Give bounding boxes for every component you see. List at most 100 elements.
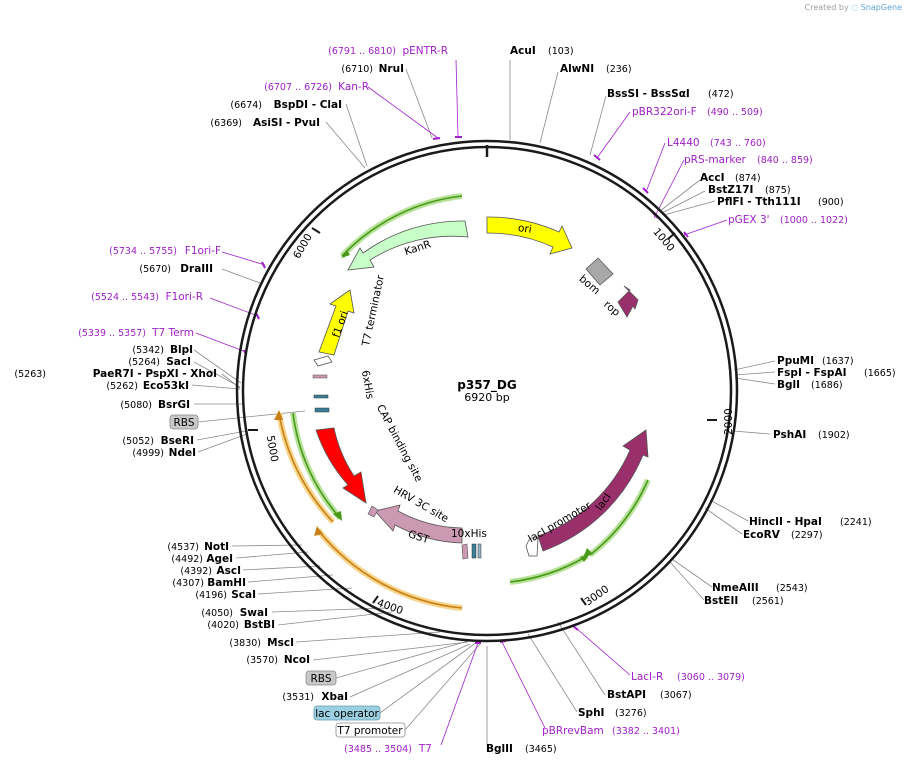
svg-text:pENTR-R: pENTR-R: [402, 45, 448, 57]
svg-text:(6369): (6369): [210, 118, 242, 129]
site-bsssi[interactable]: BssSI - BssSαI(472): [607, 88, 734, 100]
svg-text:AsiSI - PvuI: AsiSI - PvuI: [253, 117, 320, 129]
svg-text:(3531): (3531): [282, 692, 314, 703]
snapgene-logo-icon: ◌: [851, 3, 859, 12]
svg-text:NcoI: NcoI: [284, 654, 310, 666]
primer-pbr322ori-f[interactable]: pBR322ori-F(490 .. 509): [632, 106, 763, 118]
svg-text:(1902): (1902): [818, 430, 850, 441]
site-ecorv[interactable]: EcoRV(2297): [743, 529, 823, 541]
svg-text:(5080): (5080): [120, 400, 152, 411]
svg-text:(103): (103): [548, 46, 574, 57]
primer-t7-term[interactable]: (5339 .. 5357)T7 Term: [78, 327, 194, 339]
svg-text:BsrGI: BsrGI: [158, 399, 190, 411]
site-paer7i[interactable]: (5263)PaeR7I - PspXI - XhoI: [14, 368, 217, 380]
site-bstbi[interactable]: (4020)BstBI: [207, 619, 275, 631]
svg-text:(3382 .. 3401): (3382 .. 3401): [612, 726, 680, 737]
lac-operator-box[interactable]: lac operator: [313, 705, 381, 721]
site-bamhi[interactable]: (4307)BamHI: [172, 577, 246, 589]
primer-laci-r[interactable]: LacI-R(3060 .. 3079): [631, 671, 745, 683]
site-asci[interactable]: (4392)AscI: [180, 565, 241, 577]
site-acui[interactable]: AcuI(103): [510, 45, 574, 57]
site-asisi[interactable]: (6369) AsiSI - PvuI: [210, 117, 320, 129]
site-draiii[interactable]: (5670) DraIII: [139, 263, 213, 275]
svg-text:(5339 .. 5357): (5339 .. 5357): [78, 328, 146, 339]
svg-text:(5670): (5670): [139, 264, 171, 275]
primer-t7[interactable]: (3485 .. 3504)T7: [344, 743, 432, 755]
primer-pgex3[interactable]: pGEX 3'(1000 .. 1022): [728, 214, 848, 226]
svg-text:SwaI: SwaI: [240, 607, 268, 619]
svg-text:NmeAIII: NmeAIII: [712, 582, 759, 594]
site-bsrgi[interactable]: (5080) BsrGI: [120, 399, 190, 411]
site-noti[interactable]: (4537)NotI: [167, 541, 229, 553]
svg-text:(1686): (1686): [811, 380, 843, 391]
svg-text:AlwNI: AlwNI: [560, 63, 594, 75]
site-acci[interactable]: AccI(874): [700, 172, 761, 184]
svg-text:(4196): (4196): [195, 590, 227, 601]
site-fspi[interactable]: FspI - FspAI(1665): [777, 367, 896, 379]
site-ncoi[interactable]: (3570) NcoI: [246, 654, 310, 666]
svg-text:T7: T7: [418, 743, 432, 755]
site-xbai[interactable]: (3531)XbaI: [282, 691, 348, 703]
his10-feature-a: [471, 543, 477, 559]
feature-arrows: [312, 216, 649, 560]
svg-text:(3570): (3570): [246, 655, 278, 666]
primer-prs-marker[interactable]: pRS-marker(840 .. 859): [684, 154, 813, 166]
site-msci[interactable]: (3830)MscI: [229, 637, 294, 649]
site-saci[interactable]: (5264)SacI: [128, 356, 191, 368]
primer-f1ori-f[interactable]: (5734 .. 5755)F1ori-F: [109, 245, 221, 257]
site-ppumi[interactable]: PpuMI(1637): [777, 355, 854, 367]
credit-brand: SnapGene: [860, 3, 902, 12]
site-bspdi[interactable]: (6674)BspDI - ClaI: [230, 99, 342, 111]
bom-feature: [585, 257, 614, 286]
svg-text:pRS-marker: pRS-marker: [684, 154, 747, 166]
site-bsteii[interactable]: BstEII(2561): [704, 595, 784, 607]
svg-text:EcoRV: EcoRV: [743, 529, 781, 541]
site-hincii[interactable]: HincII - HpaI(2241): [749, 516, 872, 528]
site-sphi[interactable]: SphI(3276): [578, 707, 647, 719]
site-swai[interactable]: (4050)SwaI: [201, 607, 268, 619]
svg-text:DraIII: DraIII: [180, 263, 213, 275]
svg-text:(4999): (4999): [132, 448, 164, 459]
svg-text:(875): (875): [765, 185, 791, 196]
site-bstapi[interactable]: BstAPI(3067): [607, 689, 692, 701]
primer-pbrrevbam[interactable]: pBRrevBam(3382 .. 3401): [542, 725, 680, 737]
svg-text:SacI: SacI: [166, 356, 191, 368]
svg-text:(2543): (2543): [776, 583, 808, 594]
site-bglii[interactable]: BglII(3465): [486, 743, 557, 755]
site-ndei[interactable]: (4999) NdeI: [132, 447, 196, 459]
site-pshai[interactable]: PshAI(1902): [773, 429, 850, 441]
primer-kan-r[interactable]: (6707 .. 6726)Kan-R: [264, 81, 369, 93]
svg-text:(3830): (3830): [229, 638, 261, 649]
svg-text:Eco53kI: Eco53kI: [143, 380, 189, 392]
his6-label: 6xHis: [359, 369, 376, 400]
site-nmeaiii[interactable]: NmeAIII (2543): [712, 582, 808, 594]
svg-text:NotI: NotI: [204, 541, 229, 553]
svg-text:PaeR7I - PspXI - XhoI: PaeR7I - PspXI - XhoI: [93, 368, 217, 380]
site-eco53ki[interactable]: (5262)Eco53kI: [106, 380, 189, 392]
site-nrui[interactable]: (6710)NruI: [341, 63, 404, 75]
site-bseri[interactable]: (5052)BseRI: [122, 435, 194, 447]
primer-l4440[interactable]: L4440(743 .. 760): [667, 137, 766, 149]
svg-text:T7 promoter: T7 promoter: [336, 725, 403, 737]
primer-pentr-r[interactable]: (6791 .. 6810) pENTR-R: [328, 45, 448, 57]
svg-text:BglI: BglI: [777, 379, 800, 391]
primer-f1ori-r[interactable]: (5524 .. 5543)F1ori-R: [91, 291, 203, 303]
rbs-box-left[interactable]: RBS: [169, 414, 199, 430]
site-bgli[interactable]: BglI (1686): [777, 379, 843, 391]
site-bstz17i[interactable]: BstZ17I(875): [708, 184, 791, 196]
svg-text:(6791 .. 6810): (6791 .. 6810): [328, 46, 396, 57]
svg-text:NdeI: NdeI: [169, 447, 196, 459]
svg-text:AgeI: AgeI: [206, 553, 233, 565]
site-scai[interactable]: (4196)ScaI: [195, 589, 256, 601]
site-agei[interactable]: (4492)AgeI: [171, 553, 233, 565]
site-blpi[interactable]: (5342)BlpI: [132, 344, 193, 356]
site-alwni[interactable]: AlwNI(236): [560, 63, 632, 75]
svg-text:BstAPI: BstAPI: [607, 689, 646, 701]
svg-text:FspI - FspAI: FspI - FspAI: [777, 367, 847, 379]
svg-text:AccI: AccI: [700, 172, 724, 184]
svg-text:(1000 .. 1022): (1000 .. 1022): [780, 215, 848, 226]
t7-promoter-box[interactable]: T7 promoter: [335, 722, 406, 738]
site-pflfi[interactable]: PflFI - Tth111I(900): [717, 196, 844, 208]
rbs-box-bottom[interactable]: RBS: [305, 670, 337, 686]
